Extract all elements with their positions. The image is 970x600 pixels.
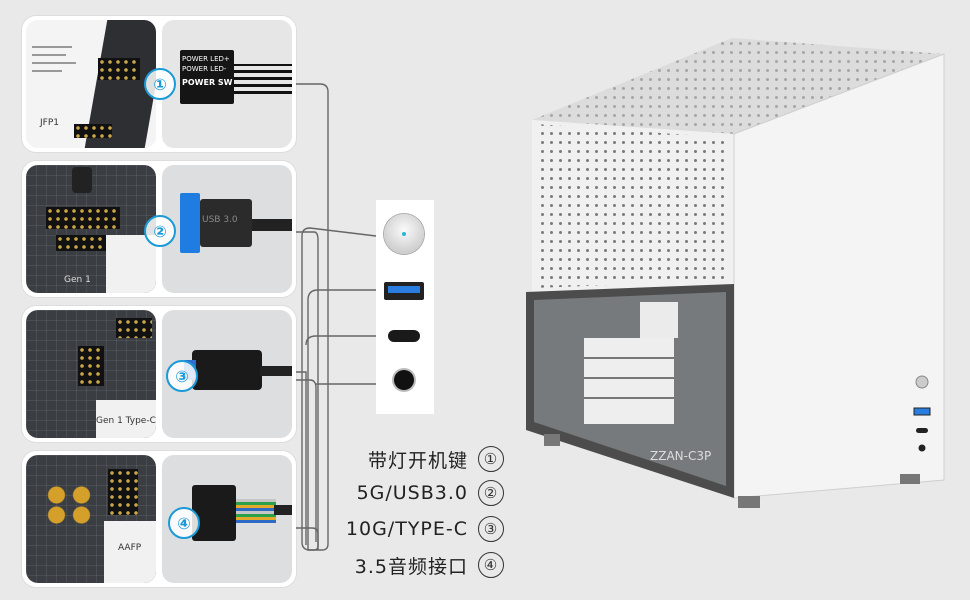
pcb-label-aafp: AAFP [118,543,142,553]
audio-wires [236,499,276,523]
cable-label-power-led-plus: POWER LED+ [182,55,230,63]
case-foot [738,496,760,508]
usb3-header-lower [56,235,116,251]
cable-label-stack: POWER LED+ POWER LED- POWER SW [182,54,232,88]
front-io-panel [376,200,434,414]
pcb-silkscreen-area [96,400,156,438]
usb3-header [46,207,120,229]
cable-photo-front-panel: POWER LED+ POWER LED- POWER SW [162,20,292,148]
connector-card-1: JFP1 POWER LED+ POWER LED- POWER SW ① [22,16,296,152]
case-logo: ZZAN-C3P [650,449,711,463]
legend-text: 10G/TYPE-C [345,518,468,540]
typec-cable [260,366,292,376]
pcb-capacitor [72,167,92,193]
pcb-label-gen1-typec: Gen 1 Type-C [96,416,156,426]
pcb-silkscreen-area [106,235,156,293]
jfp1-header-lower [74,124,112,138]
card-number-badge: ① [144,68,176,100]
pcb-label-gen1: Gen 1 [64,275,91,285]
cable-photo-usb3: USB 3.0 [162,165,292,293]
card-number-badge: ② [144,215,176,247]
audio-jack-icon [394,370,414,390]
case-usb-port [913,407,931,416]
cable-label-usb30: USB 3.0 [202,215,238,225]
usb3-connector [180,193,200,253]
pcb-label-jfp1: JFP1 [40,118,59,128]
legend-number: ② [478,480,504,506]
audio-connector [192,485,236,541]
legend-text: 5G/USB3.0 [356,482,468,504]
card-number-badge: ③ [166,360,198,392]
motherboard-photo-typec: Gen 1 Type-C [26,310,156,438]
jfp1-header [98,58,140,80]
motherboard-photo-usb3: Gen 1 [26,165,156,293]
typec-header [78,346,104,386]
connector-card-4: AAFP ④ [22,451,296,587]
motherboard-photo-jfp1: JFP1 [26,20,156,148]
case-pci-slots [584,338,674,424]
audio-capacitors [44,485,94,525]
front-panel-wires [234,64,292,94]
audio-cable [274,505,292,515]
legend-text: 带灯开机键 [367,449,468,472]
legend-text: 3.5音频接口 [354,555,468,578]
card-number-badge: ④ [168,507,200,539]
pcb-silkscreen-area [104,521,156,583]
case-foot [900,474,920,484]
case-power-button [915,375,929,389]
port-legend: 带灯开机键 ① 5G/USB3.0 ② 10G/TYPE-C ③ 3.5音频接口… [328,440,504,590]
usb-a-tongue [388,286,420,293]
power-led-dot [402,232,406,236]
cable-label-power-sw: POWER SW [182,78,233,87]
legend-row-audio: 3.5音频接口 ④ [328,550,504,580]
typec-connector [192,350,262,390]
legend-number: ③ [478,516,504,542]
case-audio-port [918,444,926,452]
cable-label-power-led-minus: POWER LED- [182,65,227,73]
usb-a-port-icon [384,282,424,300]
legend-number: ① [478,446,504,472]
legend-row-usb3: 5G/USB3.0 ② [328,478,504,508]
usb3-plug-body: USB 3.0 [200,199,252,247]
usb3-cable [252,219,292,231]
front-panel-plug [180,50,234,104]
pc-case-illustration: ZZAN-C3P [526,38,945,508]
connector-card-2: Gen 1 USB 3.0 ② [22,161,296,297]
legend-row-typec: 10G/TYPE-C ③ [328,514,504,544]
pcb-header-top [116,318,152,338]
motherboard-photo-audio: AAFP [26,455,156,583]
connector-card-3: Gen 1 Type-C ③ [22,306,296,442]
pcb-silkscreen-text [32,40,82,100]
aafp-header [108,469,138,515]
power-button-icon[interactable] [384,214,424,254]
type-c-port-icon [388,330,420,342]
legend-row-power: 带灯开机键 ① [328,444,504,474]
legend-number: ④ [478,552,504,578]
case-typec-port [916,428,928,433]
case-foot [544,434,560,446]
line-card4 [296,527,319,550]
